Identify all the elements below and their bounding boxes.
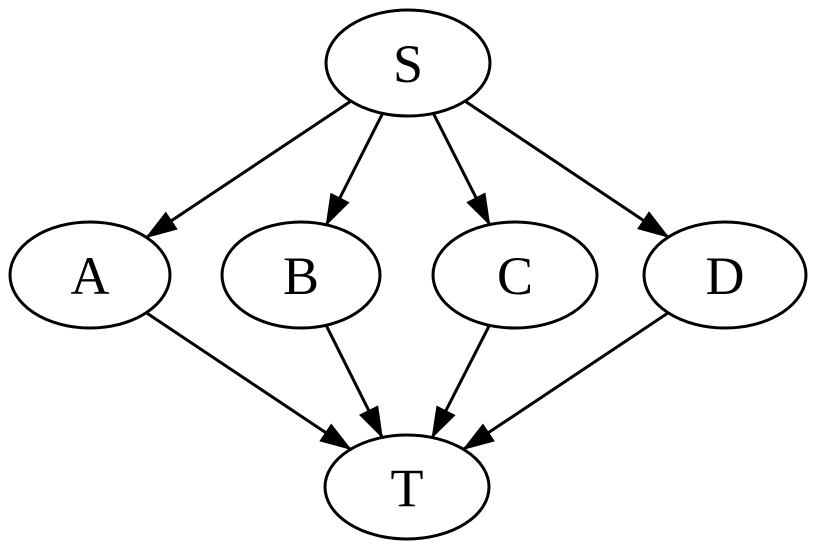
edges-layer <box>145 99 670 451</box>
node-S-label: S <box>393 34 423 94</box>
edge-A-T <box>145 311 352 451</box>
node-C-label: C <box>497 246 533 306</box>
edge-C-T <box>430 324 491 439</box>
edge-S-C <box>432 112 491 227</box>
node-B-label: B <box>283 246 319 306</box>
node-C: C <box>431 220 599 330</box>
edge-S-A <box>145 99 352 239</box>
node-S-shape <box>324 8 492 118</box>
node-B-shape <box>220 220 382 330</box>
edge-S-D <box>464 99 670 239</box>
node-A-shape <box>8 220 172 330</box>
node-A: A <box>8 220 172 330</box>
node-B: B <box>220 220 382 330</box>
nodes-layer: S A B C D T <box>8 8 808 541</box>
node-T: T <box>323 433 491 541</box>
edge-D-T <box>462 311 670 451</box>
node-C-shape <box>431 220 599 330</box>
node-T-shape <box>323 433 491 541</box>
node-A-label: A <box>71 246 110 306</box>
node-D: D <box>642 220 808 330</box>
edge-B-T <box>324 324 384 439</box>
node-D-label: D <box>706 246 745 306</box>
node-T-label: T <box>391 458 424 518</box>
node-S: S <box>324 8 492 118</box>
edge-S-B <box>324 112 384 227</box>
node-D-shape <box>642 220 808 330</box>
